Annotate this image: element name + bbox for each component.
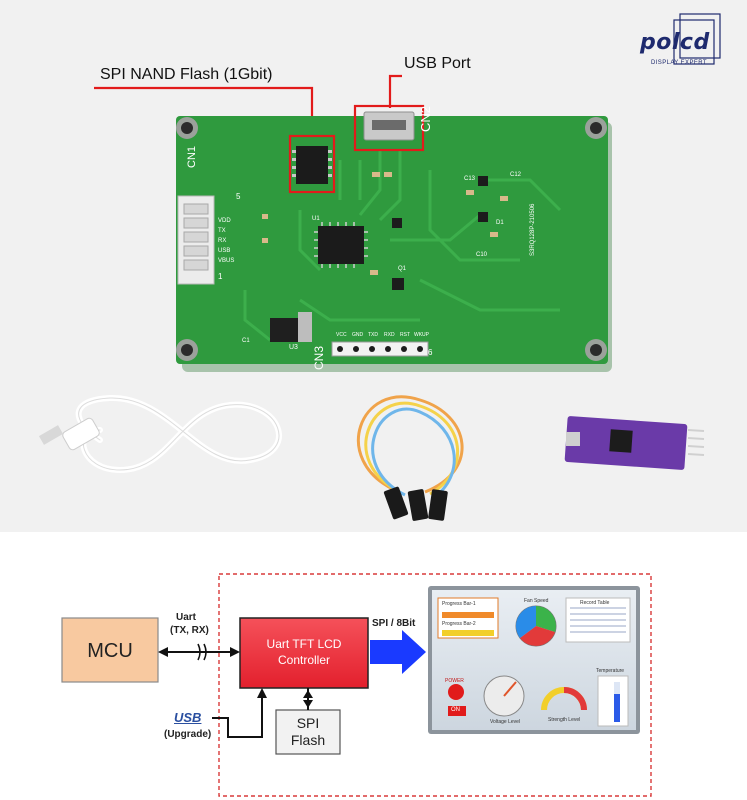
dashed-frame <box>218 573 652 797</box>
uart-label: Uart <box>176 612 197 623</box>
controller-label-line-2: Controller <box>277 653 331 667</box>
controller-label-line-1: Uart TFT LCD <box>266 637 342 651</box>
screen-progress-bar-2: Progress Bar-2 <box>442 621 476 627</box>
usb-port-callout-label: USB Port <box>404 55 471 72</box>
screen-power-label: POWER <box>445 678 464 684</box>
spi-flash-label-line-2: Flash <box>290 732 326 748</box>
spi-flash-label-line-1: SPI <box>296 715 320 731</box>
upgrade-label: (Upgrade) <box>164 729 212 740</box>
spi-flash-block <box>275 709 341 755</box>
cn3-label: CN3 <box>312 345 326 370</box>
q1-label: Q1 <box>398 266 407 272</box>
usb-adapter-module <box>564 416 705 470</box>
pcb-serial: S3RQ128P-210506 <box>530 203 536 256</box>
cn1-pin-vdd: VDD <box>218 218 231 224</box>
cn3-pin-number-6: 6 <box>428 348 433 357</box>
product-photo-panel: polcd DISPLAY EXPERT SPI NAND Flash (1Gb… <box>0 0 747 532</box>
screen-record-table: Record Table <box>580 600 610 606</box>
screen-voltage-level: Voltage Level <box>490 719 521 725</box>
mounting-holes <box>176 117 607 361</box>
usb-port-highlight <box>353 104 425 152</box>
c10-label: C10 <box>476 252 488 258</box>
c1-label: C1 <box>242 338 250 344</box>
screen-temperature: Temperature <box>596 668 625 674</box>
cn3-pin-rxd: RXD <box>384 332 395 338</box>
screen-fan-speed: Fan Speed <box>524 598 549 604</box>
cn1-pin-tx: TX <box>218 228 226 234</box>
cn3-pin-txd: TXD <box>368 332 378 338</box>
c12-label: C12 <box>510 172 522 178</box>
controller-block <box>239 617 369 689</box>
cn3-pin-rst: RST <box>400 332 410 338</box>
pcb-photo <box>38 74 705 521</box>
spi-bus-label: SPI / 8Bit <box>372 618 416 629</box>
c13-label: C13 <box>464 176 476 182</box>
spi-bus-arrow <box>370 630 426 674</box>
cn1-pin-vbus: VBUS <box>218 258 235 264</box>
uart-pins-label: (TX, RX) <box>170 625 209 636</box>
u3-label: U3 <box>289 344 298 351</box>
nand-flash-highlight <box>288 134 336 194</box>
brand-name: polcd <box>640 30 710 55</box>
d1-label: D1 <box>496 220 504 226</box>
block-diagram-panel: MCU Uart (TX, RX) Uart TFT LCD Controlle… <box>0 532 747 800</box>
screen-on-button: ON <box>451 707 460 713</box>
screen-strength-level: Strength Level <box>548 717 581 723</box>
mcu-block <box>61 617 159 683</box>
cn1-pin-number-5: 5 <box>236 192 241 201</box>
lcd-screen-mock <box>428 586 640 734</box>
usb-cable <box>75 394 282 474</box>
usb-logo-icon: USB <box>174 710 202 725</box>
cn1-pin-number-1: 1 <box>218 272 223 281</box>
screen-progress-bar-1: Progress Bar-1 <box>442 601 476 607</box>
cn2-label: CN2 <box>418 105 433 132</box>
cn3-header <box>331 341 429 357</box>
cn1-pin-usb: USB <box>218 248 231 254</box>
mcu-label: MCU <box>87 640 133 662</box>
nand-flash-callout-label: SPI NAND Flash (1Gbit) <box>100 66 273 83</box>
cn1-pin-rx: RX <box>218 238 227 244</box>
brand-tagline: DISPLAY EXPERT <box>651 60 707 66</box>
usb-callout-line <box>388 74 402 108</box>
brand-logo-frame-icon <box>673 13 721 65</box>
cn1-label: CN1 <box>186 145 198 168</box>
cn3-pin-wkup: WKUP <box>414 332 429 338</box>
cn3-pin-gnd: GND <box>352 332 364 338</box>
cn3-pin-vcc: VCC <box>336 332 347 338</box>
jumper-wires <box>356 395 464 498</box>
u1-label: U1 <box>312 216 320 222</box>
block-diagram <box>61 573 652 797</box>
